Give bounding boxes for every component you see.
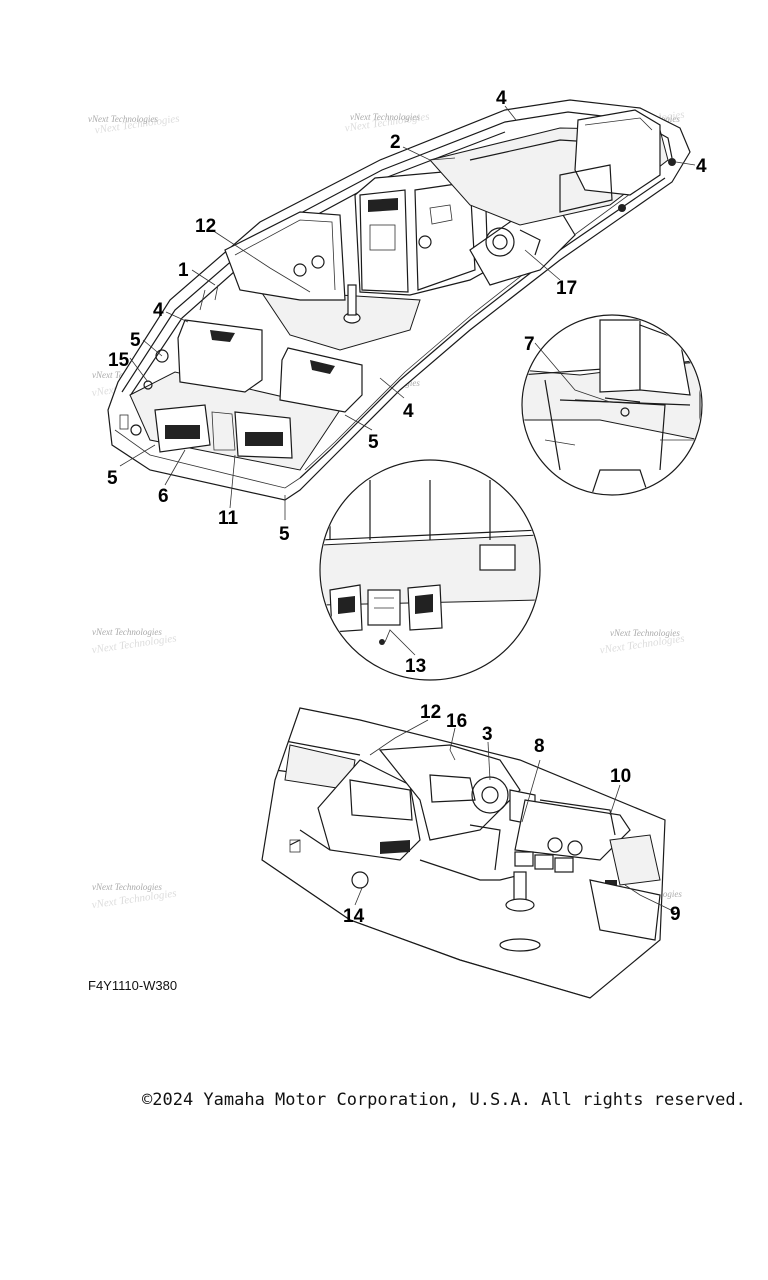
callout-6: 6 bbox=[158, 486, 169, 507]
callout-5-center: 5 bbox=[368, 432, 379, 453]
callout-4-right: 4 bbox=[696, 156, 707, 177]
callout-2: 2 bbox=[390, 132, 401, 153]
callout-12-top: 12 bbox=[195, 216, 216, 237]
callout-4-center: 4 bbox=[403, 401, 414, 422]
watermark-10: vNext Technologies bbox=[92, 882, 162, 892]
callout-4-left: 4 bbox=[153, 300, 164, 321]
callout-5-bottom: 5 bbox=[279, 524, 290, 545]
callout-1: 1 bbox=[178, 260, 189, 281]
cockpit-drawing bbox=[261, 707, 666, 999]
watermark-9: vNext Technologies bbox=[610, 628, 680, 638]
callout-7: 7 bbox=[524, 334, 535, 355]
callout-10: 10 bbox=[610, 766, 631, 787]
callout-3: 3 bbox=[482, 724, 493, 745]
callout-17: 17 bbox=[556, 278, 577, 299]
callout-12-bottom: 12 bbox=[420, 702, 441, 723]
callout-5-bottom-left: 5 bbox=[107, 468, 118, 489]
callout-13: 13 bbox=[405, 656, 426, 677]
watermark-1b: vNext Technologies bbox=[88, 114, 158, 124]
callout-8: 8 bbox=[534, 736, 545, 757]
callout-14: 14 bbox=[343, 906, 365, 927]
callout-16: 16 bbox=[446, 711, 467, 732]
callout-5-left: 5 bbox=[130, 330, 141, 351]
detail-circle-13 bbox=[319, 459, 541, 681]
callout-9: 9 bbox=[670, 904, 681, 925]
watermark-2b: vNext Technologies bbox=[350, 112, 420, 122]
callout-15: 15 bbox=[108, 350, 130, 371]
figure-code: F4Y1110-W380 bbox=[88, 978, 178, 993]
watermark-7: vNext Technologies bbox=[92, 627, 162, 637]
leader-lines bbox=[119, 105, 696, 913]
copyright-notice: ©2024 Yamaha Motor Corporation, U.S.A. A… bbox=[142, 1090, 746, 1110]
callout-labels: 4 2 4 12 1 4 5 15 4 5 5 6 11 5 17 7 13 1… bbox=[107, 88, 707, 927]
boat-overview-drawing bbox=[107, 99, 691, 501]
detail-circle-7 bbox=[521, 314, 703, 496]
callout-4-top: 4 bbox=[496, 88, 507, 109]
callout-11: 11 bbox=[218, 508, 239, 529]
